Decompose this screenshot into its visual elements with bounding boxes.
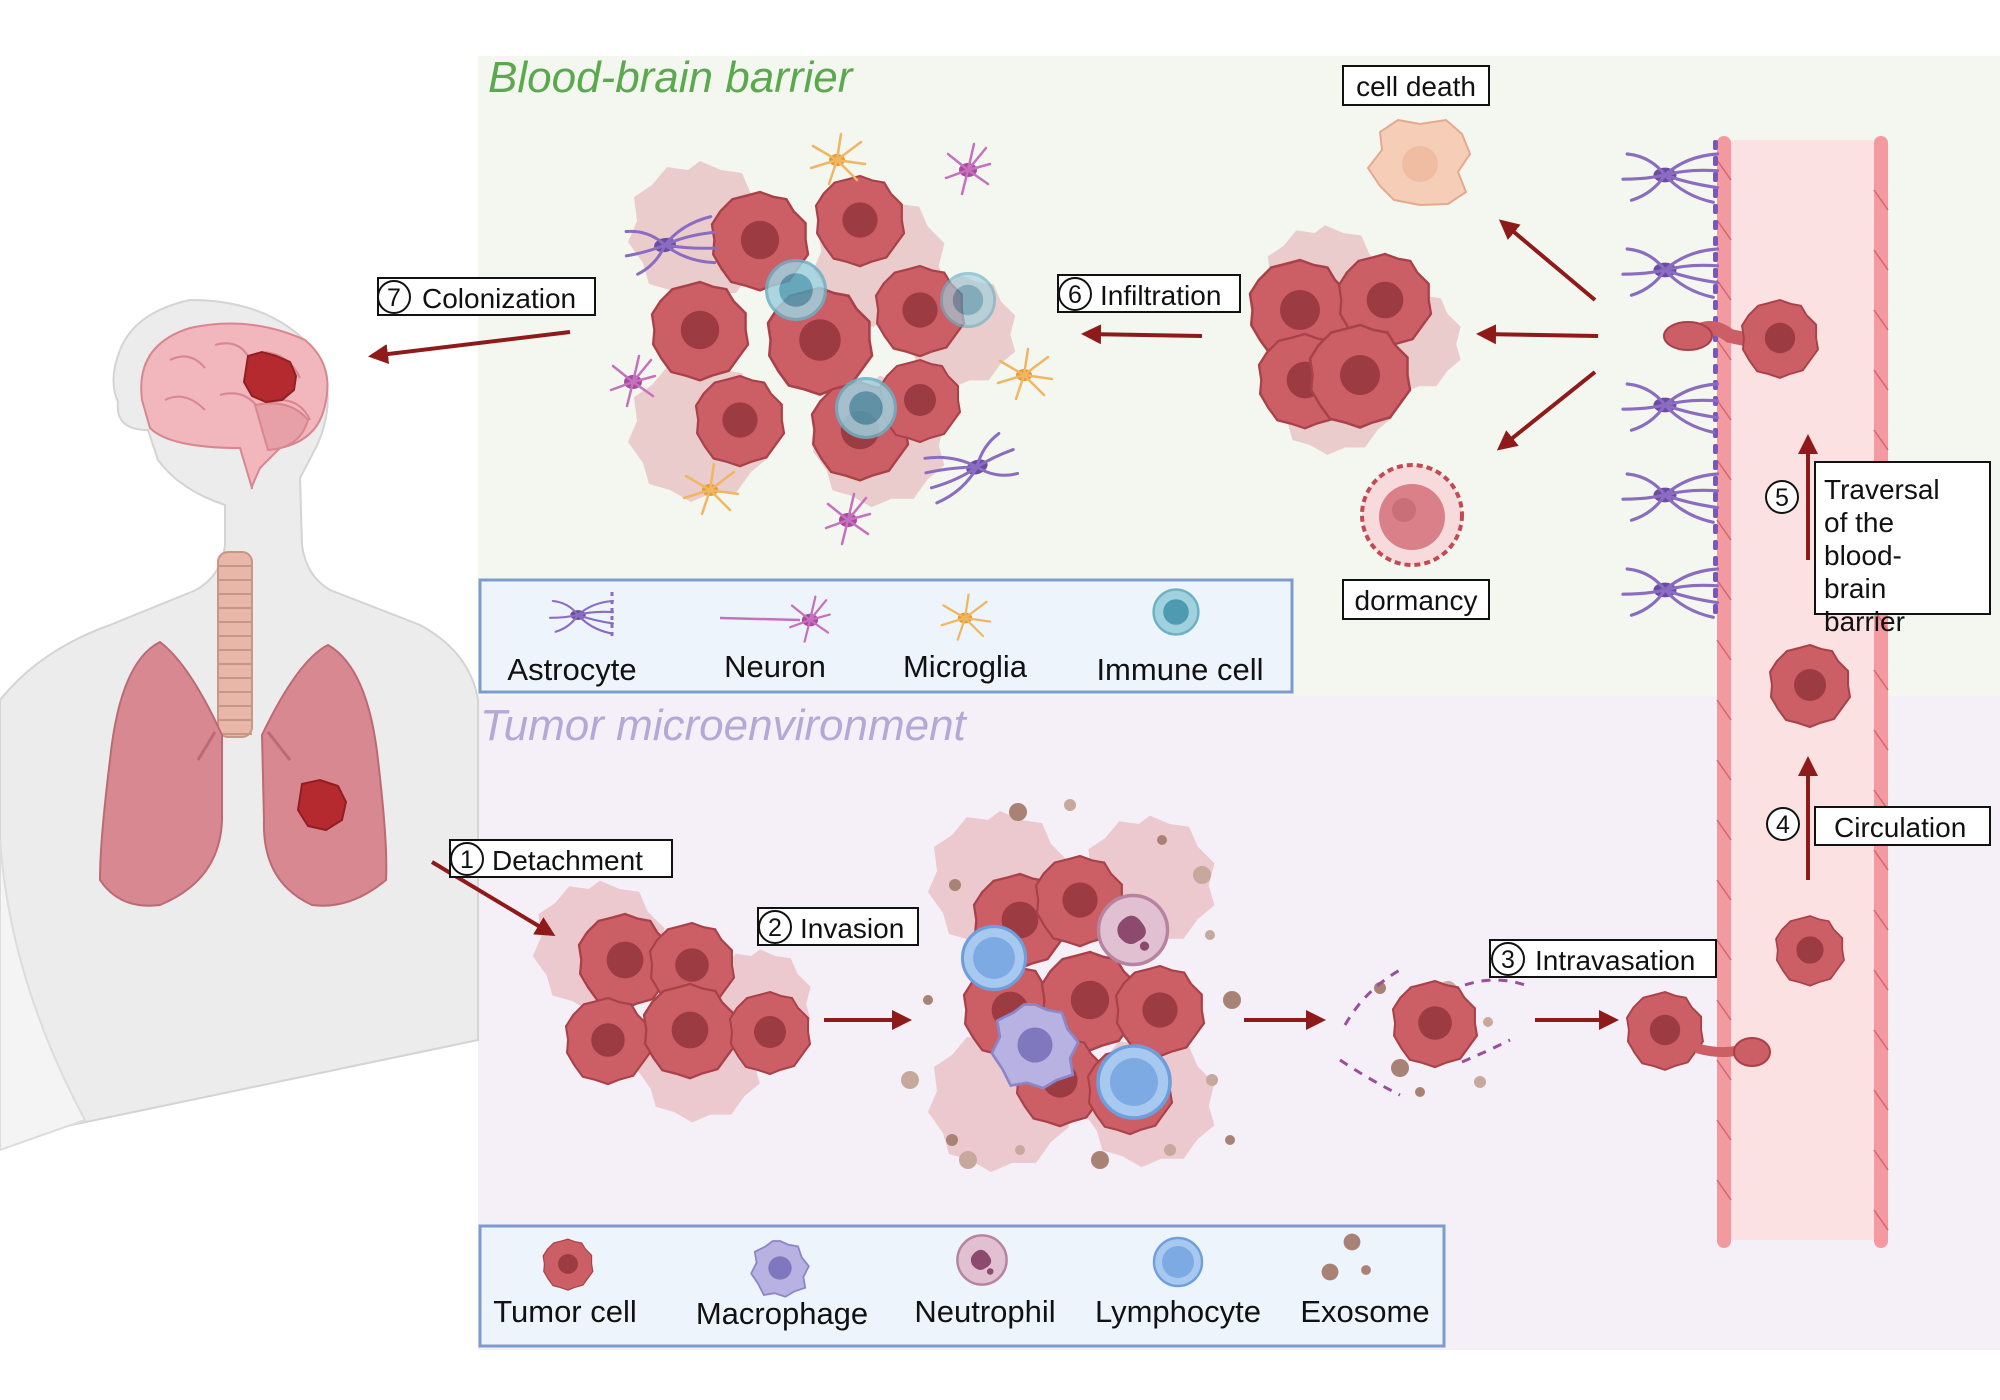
legend-immune-cell-label: Immune cell bbox=[1096, 652, 1263, 687]
legend-exosome-label: Exosome bbox=[1300, 1294, 1429, 1329]
step-infiltration: 6 Infiltration bbox=[1057, 274, 1241, 313]
outcome-dormancy: dormancy bbox=[1342, 579, 1490, 620]
legend-lymphocyte-label: Lymphocyte bbox=[1095, 1294, 1261, 1329]
legend-microglia-label: Microglia bbox=[903, 649, 1028, 684]
arrow-to-dormancy bbox=[1496, 370, 1597, 451]
arrow-infiltration bbox=[1081, 324, 1203, 345]
outcome-cell-death: cell death bbox=[1342, 65, 1490, 106]
exosome bbox=[1391, 1059, 1409, 1077]
step-colonization: 7 Colonization bbox=[377, 277, 596, 316]
dormant-cell bbox=[1360, 463, 1464, 567]
traversal-line-2: of the bbox=[1824, 507, 1894, 538]
exosome bbox=[1225, 1135, 1235, 1145]
legend-neuron-label: Neuron bbox=[724, 649, 826, 684]
transmigrating-cell bbox=[1663, 299, 1819, 379]
step-circulation: 4 Circulation bbox=[1766, 806, 1991, 846]
step-number-6: 6 bbox=[1068, 281, 1082, 309]
arrow-to-infiltration bbox=[1476, 324, 1599, 345]
step-intravasation: 3 Intravasation bbox=[1489, 939, 1717, 978]
exosome bbox=[923, 995, 933, 1005]
legend-astrocyte-label: Astrocyte bbox=[507, 652, 636, 687]
arrow-colonization bbox=[368, 330, 571, 365]
tme-title: Tumor microenvironment bbox=[480, 701, 968, 750]
invasive-cluster bbox=[928, 811, 1215, 1172]
exosome bbox=[959, 1151, 977, 1169]
exosome bbox=[946, 1134, 958, 1146]
step-number-2: 2 bbox=[768, 914, 782, 942]
step-number-1: 1 bbox=[460, 846, 474, 874]
exosome bbox=[1206, 1074, 1218, 1086]
exosome bbox=[901, 1071, 919, 1089]
step-label-circulation: Circulation bbox=[1834, 812, 1966, 843]
legend-bbb: Astrocyte Neuron Microglia Immune cell bbox=[478, 578, 1294, 694]
legend-neutrophil-label: Neutrophil bbox=[914, 1294, 1055, 1329]
exosome bbox=[949, 879, 961, 891]
exosome bbox=[1009, 803, 1027, 821]
exosomes bbox=[901, 799, 1493, 1169]
exosome bbox=[1193, 866, 1211, 884]
traversal-line-1: Traversal bbox=[1824, 474, 1940, 505]
trachea bbox=[217, 551, 253, 738]
brain bbox=[140, 322, 329, 490]
exosome bbox=[1091, 1151, 1109, 1169]
lung-tumor bbox=[296, 778, 348, 832]
exosome bbox=[1223, 991, 1241, 1009]
step-label-invasion: Invasion bbox=[800, 913, 904, 944]
legend-tumor-cell-label: Tumor cell bbox=[493, 1294, 637, 1329]
step-label-colonization: Colonization bbox=[422, 283, 576, 314]
step-label-infiltration: Infiltration bbox=[1100, 280, 1221, 311]
dormancy-label: dormancy bbox=[1355, 585, 1478, 616]
exosome bbox=[1415, 1087, 1425, 1097]
step-number-5: 5 bbox=[1775, 484, 1789, 512]
exosome bbox=[1164, 1144, 1176, 1156]
exosome bbox=[1474, 1076, 1486, 1088]
legend-tme: Tumor cell Macrophage Neutrophil Lymphoc… bbox=[478, 1224, 1446, 1348]
bbb-title: Blood-brain barrier bbox=[488, 53, 855, 102]
detached-cluster bbox=[532, 880, 811, 1123]
step-invasion: 2 Invasion bbox=[757, 907, 919, 946]
exosome bbox=[1205, 930, 1215, 940]
traversal-line-4: brain bbox=[1824, 573, 1886, 604]
step-label-intravasation: Intravasation bbox=[1535, 945, 1695, 976]
step-number-4: 4 bbox=[1776, 811, 1790, 839]
intravasating-cell bbox=[1339, 968, 1771, 1097]
arrow-to-cell-death bbox=[1498, 219, 1597, 302]
traversal-line-3: blood- bbox=[1824, 540, 1902, 571]
step-number-3: 3 bbox=[1501, 946, 1515, 974]
step-number-7: 7 bbox=[387, 284, 401, 312]
exosome bbox=[1064, 799, 1076, 811]
step-detachment: 1 Detachment bbox=[449, 839, 673, 878]
step-traversal: 5 Traversal of the blood- brain barrier bbox=[1765, 461, 1991, 637]
cell-death-label: cell death bbox=[1356, 71, 1476, 102]
traversal-line-5: barrier bbox=[1824, 606, 1905, 637]
exosome bbox=[1015, 1145, 1025, 1155]
step-label-detachment: Detachment bbox=[492, 845, 643, 876]
legend-macrophage-label: Macrophage bbox=[696, 1296, 868, 1331]
lungs bbox=[98, 640, 388, 907]
brain-tumor bbox=[242, 350, 298, 404]
exosome bbox=[1157, 835, 1167, 845]
exosome bbox=[1483, 1017, 1493, 1027]
